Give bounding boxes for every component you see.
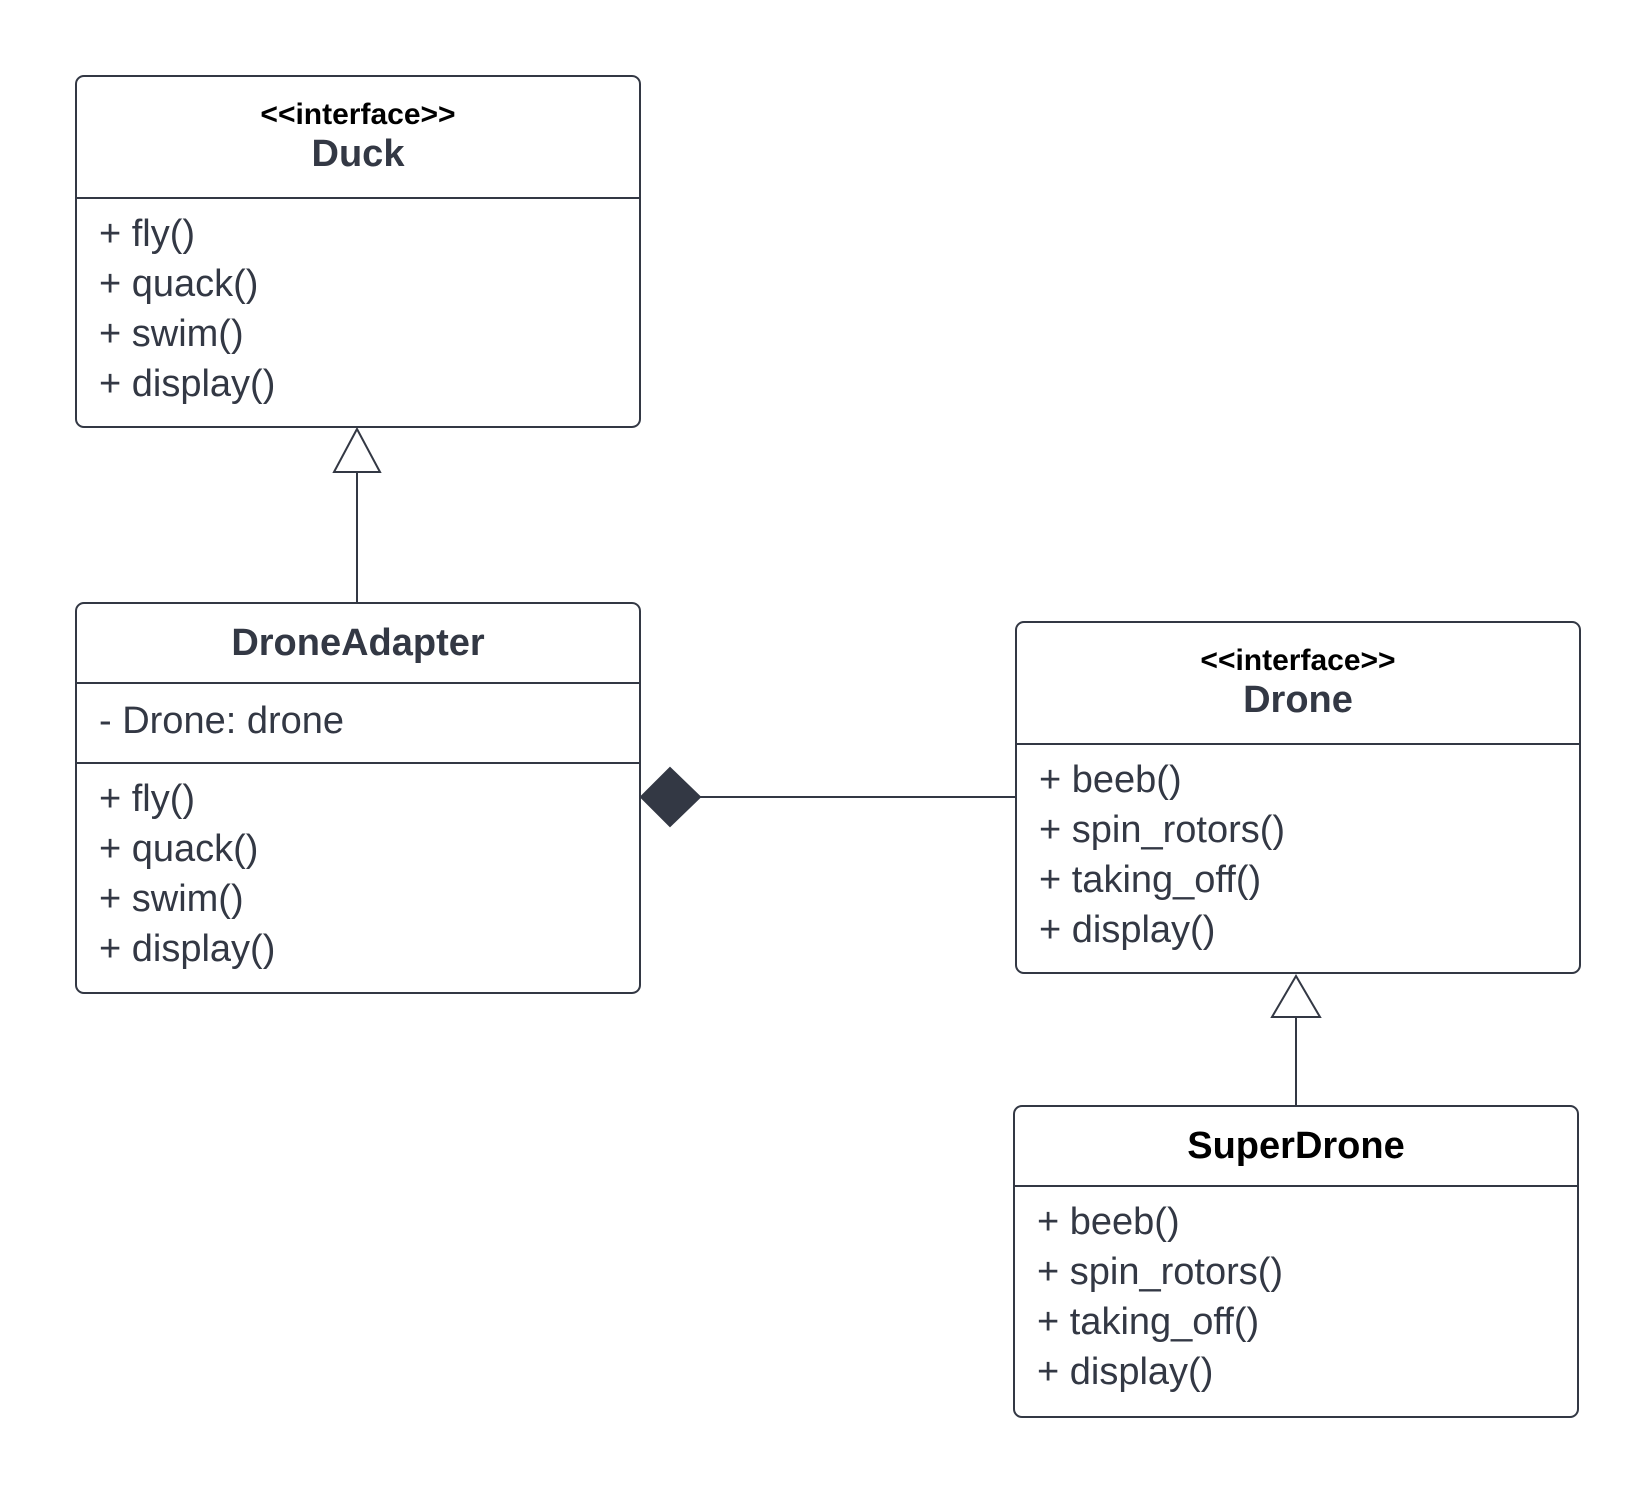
duck-realization-arrowhead bbox=[332, 426, 382, 473]
duck-method: + display() bbox=[99, 363, 276, 405]
duck-method: + fly() bbox=[99, 213, 196, 255]
super-drone-method: + spin_rotors() bbox=[1037, 1251, 1284, 1293]
drone-stereotype: <<interface>> bbox=[1200, 644, 1396, 677]
drone-realization-arrowhead bbox=[1270, 974, 1322, 1018]
super-drone-method: + beeb() bbox=[1037, 1201, 1180, 1243]
drone-methods: + beeb() + spin_rotors() + taking_off() … bbox=[1017, 745, 1579, 955]
duck-class-name: Duck bbox=[311, 133, 405, 175]
drone-adapter-method: + quack() bbox=[99, 828, 259, 870]
drone-adapter-methods: + fly() + quack() + swim() + display() bbox=[77, 764, 639, 974]
drone-adapter-class-header: DroneAdapter bbox=[77, 604, 639, 684]
duck-methods: + fly() + quack() + swim() + display() bbox=[77, 199, 639, 409]
drone-method: + taking_off() bbox=[1039, 859, 1262, 901]
drone-class[interactable]: <<interface>> Drone + beeb() + spin_roto… bbox=[1015, 621, 1581, 974]
drone-adapter-attributes: - Drone: drone bbox=[77, 684, 639, 764]
drone-method: + spin_rotors() bbox=[1039, 809, 1286, 851]
duck-method: + quack() bbox=[99, 263, 259, 305]
super-drone-methods: + beeb() + spin_rotors() + taking_off() … bbox=[1015, 1187, 1577, 1397]
drone-class-header: <<interface>> Drone bbox=[1017, 623, 1579, 745]
duck-class-header: <<interface>> Duck bbox=[77, 77, 639, 199]
duck-class[interactable]: <<interface>> Duck + fly() + quack() + s… bbox=[75, 75, 641, 428]
drone-adapter-method: + fly() bbox=[99, 778, 196, 820]
drone-adapter-class-name: DroneAdapter bbox=[231, 622, 485, 664]
super-drone-method: + taking_off() bbox=[1037, 1301, 1260, 1343]
drone-method: + beeb() bbox=[1039, 759, 1182, 801]
drone-class-name: Drone bbox=[1243, 679, 1353, 721]
super-drone-method: + display() bbox=[1037, 1351, 1214, 1393]
drone-adapter-attribute: - Drone: drone bbox=[99, 700, 345, 742]
duck-method: + swim() bbox=[99, 313, 244, 355]
composition-diamond bbox=[639, 766, 702, 828]
super-drone-class[interactable]: SuperDrone + beeb() + spin_rotors() + ta… bbox=[1013, 1105, 1579, 1418]
drone-adapter-method: + display() bbox=[99, 928, 276, 970]
duck-stereotype: <<interface>> bbox=[260, 98, 456, 131]
super-drone-class-header: SuperDrone bbox=[1015, 1107, 1577, 1187]
drone-adapter-method: + swim() bbox=[99, 878, 244, 920]
drone-adapter-class[interactable]: DroneAdapter - Drone: drone + fly() + qu… bbox=[75, 602, 641, 994]
super-drone-class-name: SuperDrone bbox=[1187, 1125, 1405, 1167]
drone-method: + display() bbox=[1039, 909, 1216, 951]
